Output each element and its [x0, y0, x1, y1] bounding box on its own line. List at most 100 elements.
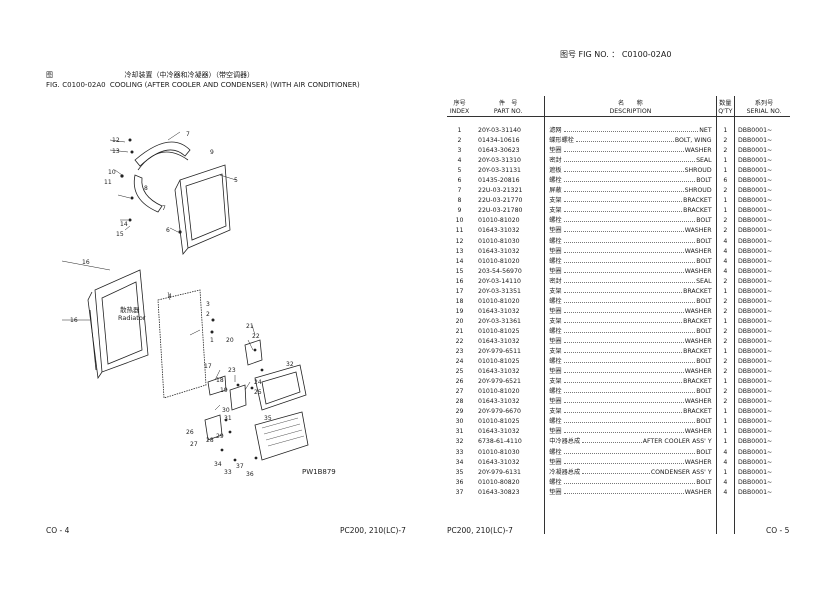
description-cn: 垫圈	[549, 368, 562, 376]
leader-dots	[563, 342, 684, 343]
cell-index: 6	[457, 177, 462, 185]
callout-18: 18	[216, 377, 224, 384]
description-en: BRACKET	[683, 317, 712, 325]
leader-dots	[563, 161, 696, 163]
cell-serial-no: DBB0001~	[734, 226, 790, 237]
description-en: NET	[699, 127, 712, 135]
cell-serial-no: DBB0001~	[734, 216, 790, 227]
description-cn: 垫圈	[549, 398, 562, 406]
description-en: BOLT, WING	[674, 137, 712, 145]
callout-26: 26	[186, 429, 194, 436]
cell-index: 9	[457, 207, 462, 215]
leader-dots	[563, 201, 683, 203]
cell-qty: 4	[723, 267, 728, 275]
cell-index: 31	[455, 428, 464, 436]
footer-left-page: CO - 4	[46, 526, 70, 535]
fig-code: C0100-02A0	[62, 81, 106, 89]
description-cn: 螺栓	[549, 358, 562, 366]
cell-part-no: 01010-81020	[478, 388, 520, 396]
cell-serial-no: DBB0001~	[734, 256, 790, 267]
description-en: BOLT	[696, 418, 712, 426]
description-cn: 螺栓	[549, 448, 562, 456]
cell-part-no: 6738-61-4110	[478, 438, 522, 446]
cell-index: 12	[455, 237, 464, 245]
callout-32: 32	[286, 361, 294, 368]
cell-serial-no: DBB0001~	[734, 206, 790, 217]
description-en: WASHER	[684, 227, 712, 235]
cell-index: 22	[455, 338, 464, 345]
cell-serial-no: DBB0001~	[734, 397, 790, 408]
cell-qty: 2	[723, 297, 728, 305]
description-en: WASHER	[684, 458, 712, 466]
cell-serial-no: DBB0001~	[734, 146, 790, 157]
callout-28: 28	[206, 437, 214, 444]
cell-serial-no: DBB0001~	[734, 487, 790, 498]
cell-serial-no: DBB0001~	[734, 457, 790, 468]
description-en: AFTER COOLER ASS' Y	[642, 438, 712, 446]
description-cn: 螺栓	[549, 418, 562, 426]
net-panel	[157, 289, 207, 399]
description-cn: 中冷器总成	[549, 438, 581, 446]
cell-part-no: 01643-31032	[478, 458, 520, 466]
cell-index: 11	[455, 227, 464, 235]
cell-index: 2	[457, 137, 462, 145]
cell-part-no: 20Y-979-6670	[478, 408, 521, 416]
cell-part-no: 01010-81020	[478, 217, 520, 225]
callout-15: 15	[116, 231, 124, 238]
cell-part-no: 20Y-03-14110	[478, 277, 521, 285]
cell-qty: 1	[723, 207, 728, 215]
cell-serial-no: DBB0001~	[734, 286, 790, 297]
cell-qty: 1	[723, 197, 728, 205]
description-cn: 支架	[549, 348, 562, 356]
leader-dots	[563, 321, 683, 323]
leader-dots	[563, 221, 696, 223]
leader-dots	[575, 141, 674, 143]
callout-5: 5	[234, 177, 238, 184]
shroud-ring-arc	[137, 151, 189, 171]
cell-qty: 1	[723, 317, 728, 325]
description-cn: 遮板	[549, 167, 562, 175]
cell-part-no: 01643-31032	[478, 398, 520, 406]
cell-qty: 4	[723, 488, 728, 496]
callout-19: 19	[220, 387, 228, 394]
cell-serial-no: DBB0001~	[734, 357, 790, 368]
cell-qty: 1	[723, 167, 728, 175]
cell-index: 21	[455, 327, 464, 335]
cell-qty: 2	[723, 147, 728, 155]
cell-index: 7	[457, 187, 462, 195]
cell-index: 34	[455, 458, 464, 466]
description-en: SEAL	[696, 277, 712, 285]
cell-qty: 1	[723, 468, 728, 476]
description-en: SHROUD	[684, 167, 712, 175]
cell-serial-no: DBB0001~	[734, 246, 790, 257]
cell-serial-no: DBB0001~	[734, 326, 790, 337]
footer-left-model: PC200, 210(LC)-7	[340, 526, 406, 535]
description-cn: 螺栓	[549, 237, 562, 245]
description-cn: 垫圈	[549, 458, 562, 466]
spacer-row	[447, 116, 790, 126]
callout-36: 36	[246, 471, 254, 478]
leader-dots	[563, 422, 696, 424]
leader-dots	[563, 151, 684, 153]
description-en: BOLT	[696, 358, 712, 366]
cell-part-no: 01010-80820	[478, 478, 520, 486]
description-en: WASHER	[684, 488, 712, 496]
